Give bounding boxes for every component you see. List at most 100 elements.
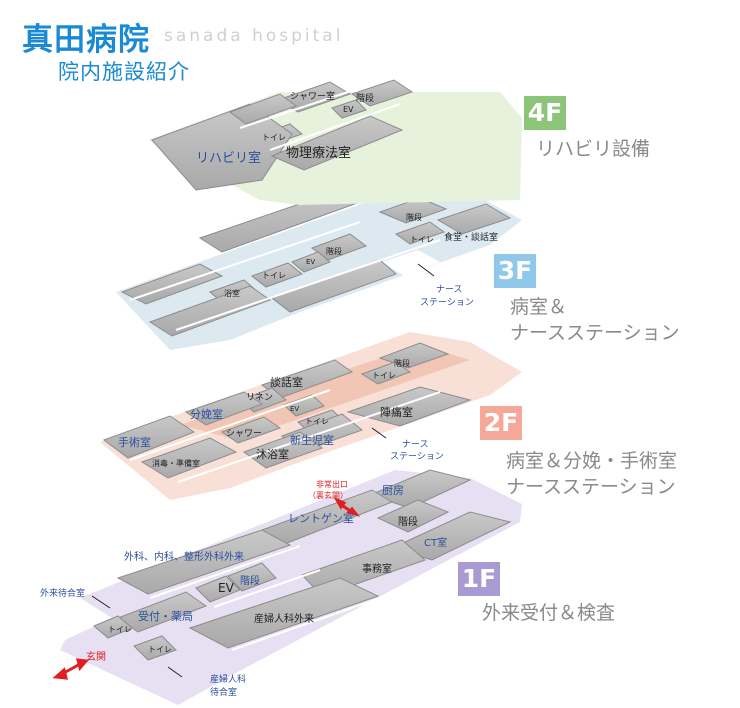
label-3f-toilet2: トイレ (262, 271, 286, 280)
room-physio (270, 115, 404, 171)
floor-badge-2f: 2F (480, 406, 522, 440)
label-1f-obgyn: 産婦人科外来 (254, 612, 314, 625)
leader-waiting (91, 595, 111, 609)
room-surgery (102, 415, 196, 459)
floor-badge-3f: 3F (494, 254, 536, 288)
label-1f-ev: EV (218, 581, 235, 595)
room-ev-4f (331, 99, 367, 119)
label-3f-nurse2: ステーション (420, 297, 474, 308)
label-3f-bath: 浴室 (224, 288, 240, 298)
label-1f-stairs: 階段 (398, 515, 418, 528)
leader-nurse-3f (417, 263, 435, 277)
label-3f-stairs2: 階段 (326, 246, 342, 256)
floor-4f-plan (148, 79, 522, 205)
floor-3f-plan (116, 183, 522, 350)
label-2f-nurse2: ステーション (390, 451, 444, 462)
room-dining (436, 203, 512, 235)
floor-desc-3f-line2: ナースステーション (510, 322, 680, 344)
floor-desc-2f-line2: ナースステーション (506, 476, 676, 498)
label-2f-nurse1: ナース (402, 439, 429, 450)
room-ev-2f (283, 394, 325, 417)
label-2f-sterile: 消毒・準備室 (152, 458, 200, 468)
label-2f-lounge: 談話室 (270, 375, 303, 389)
label-1f-toilet2: トイレ (148, 645, 172, 654)
label-4f-stairs: 階段 (356, 92, 374, 104)
floor-desc-4f-line1: リハビリ設備 (536, 138, 651, 160)
room-delivery (184, 391, 264, 426)
label-4f-toilet: トイレ (262, 133, 286, 142)
room-toilet1-2f (360, 361, 412, 385)
label-1f-office: 事務室 (362, 562, 392, 575)
label-1f-outpatient: 外科、内科、整形外科外来 (124, 550, 244, 563)
leader-nurse-2f (371, 427, 387, 439)
label-3f-nurse1: ナース (436, 284, 463, 295)
label-1f-xray: レントゲン室 (288, 511, 354, 525)
label-2f-shower: シャワー (226, 429, 262, 439)
label-4f-shower: シャワー室 (290, 90, 335, 102)
label-1f-exit1: 非常出口 (316, 479, 348, 489)
label-1f-obgyn-wait2: 待合室 (210, 686, 237, 698)
label-2f-surgery: 手術室 (118, 435, 151, 449)
leader-obgyn-wait (167, 666, 183, 678)
room-toilet2-1f (133, 635, 177, 661)
label-2f-toilet2: トイレ (305, 417, 329, 426)
label-2f-ev: EV (290, 405, 299, 413)
floor-desc-2f-line1: 病室＆分娩・手術室 (506, 450, 678, 472)
label-1f-exit2: （裏玄関） (308, 490, 348, 500)
floor-desc-1f: 外来受付＆検査 (482, 600, 615, 626)
room-4f-side (228, 93, 298, 125)
label-2f-newborn: 新生児室 (290, 433, 334, 447)
floor-1f-deck (60, 470, 522, 705)
floor-badge-4f: 4F (524, 96, 566, 130)
hospital-name: 真田病院 (22, 22, 150, 58)
floor-3f-nurse-opening (382, 250, 440, 276)
label-3f-toilet1: トイレ (410, 235, 434, 244)
room-kitchen (368, 469, 472, 509)
hospital-name-english: sanada hospital (164, 26, 344, 46)
label-3f-dining: 食堂・談話室 (444, 231, 498, 243)
room-stairs-3f (378, 197, 448, 224)
room-outpatient (116, 529, 292, 595)
label-1f-kitchen: 厨房 (382, 484, 404, 497)
room-sterile (140, 437, 238, 479)
room-ward-b (148, 285, 272, 337)
room-toilet1-1f (93, 615, 133, 639)
label-2f-labor: 陣痛室 (380, 405, 413, 419)
page-subtitle: 院内施設紹介 (58, 60, 190, 84)
room-stairs2-1f (227, 562, 277, 592)
label-1f-ct: CT室 (424, 536, 447, 549)
label-4f-rehab: リハビリ室 (196, 150, 261, 166)
room-ev-3f (291, 251, 331, 273)
label-2f-bathroom: 沐浴室 (256, 447, 289, 461)
floor-desc-3f: 病室＆ ナースステーション (510, 294, 680, 346)
room-toilet1-3f (394, 221, 446, 245)
room-labor (346, 386, 472, 427)
floor-2f-plan (100, 332, 522, 500)
label-3f-ev: EV (306, 258, 315, 266)
label-1f-waiting: 外来待合室 (40, 587, 85, 599)
label-1f-toilet1: トイレ (108, 625, 132, 634)
floor-desc-1f-line1: 外来受付＆検査 (482, 602, 616, 624)
room-bathroom (242, 431, 324, 469)
floor-desc-4f: リハビリ設備 (536, 136, 650, 162)
label-1f-reception: 受付・薬局 (138, 610, 193, 623)
label-2f-toilet1: トイレ (372, 371, 396, 380)
label-1f-stairs2: 階段 (240, 574, 260, 587)
room-ev (195, 575, 241, 603)
label-4f-ev: EV (343, 105, 354, 114)
room-obgyn (188, 577, 380, 649)
room-shower-2f (220, 416, 282, 444)
exit-arrows (52, 496, 361, 680)
label-2f-stairs: 階段 (394, 358, 410, 368)
label-1f-entrance: 玄関 (86, 650, 106, 663)
label-4f-physio: 物理療法室 (286, 145, 351, 161)
floor-1f-plan (52, 469, 522, 705)
room-stairs-4f (350, 79, 414, 107)
label-2f-delivery: 分娩室 (190, 407, 223, 421)
label-3f-stairs: 階段 (406, 212, 422, 222)
label-1f-obgyn-wait1: 産婦人科 (210, 673, 246, 685)
room-stairs-1f (376, 499, 450, 533)
room-toilet2-3f (250, 262, 304, 288)
floor-badge-1f: 1F (458, 562, 500, 596)
